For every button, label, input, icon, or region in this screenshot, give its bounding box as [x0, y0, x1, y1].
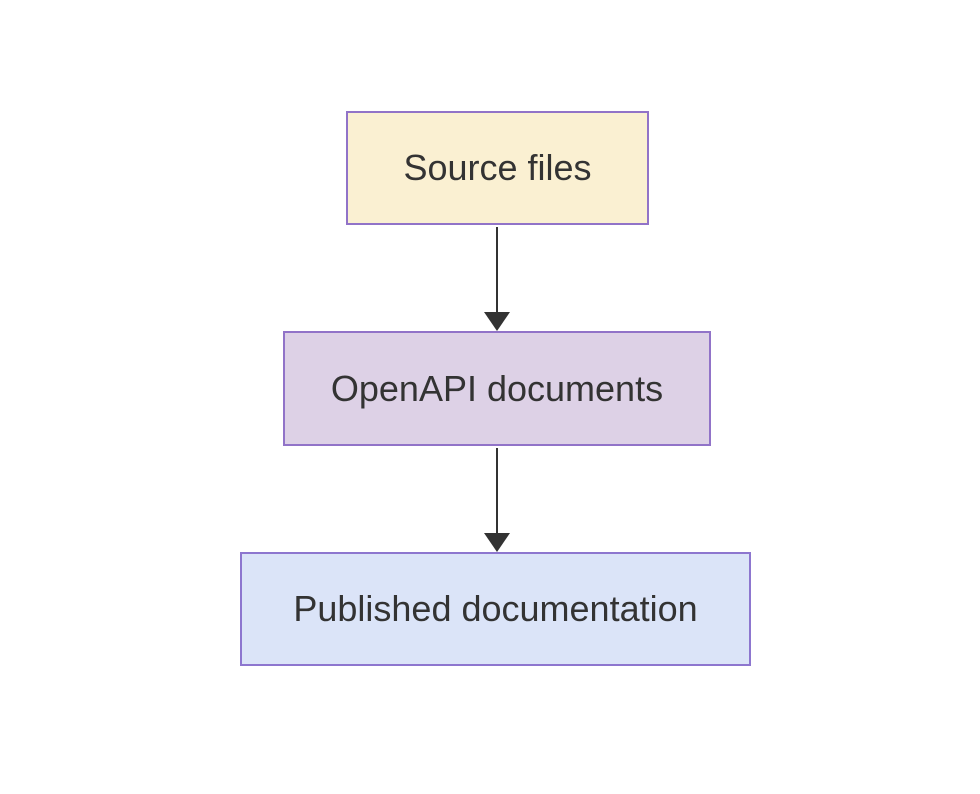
node-published-documentation-label: Published documentation: [293, 588, 698, 630]
node-openapi-documents: OpenAPI documents: [283, 331, 711, 446]
node-published-documentation: Published documentation: [240, 552, 751, 666]
edge-source-to-openapi-line: [496, 227, 498, 313]
edge-openapi-to-published-line: [496, 448, 498, 534]
node-source-files-label: Source files: [403, 147, 592, 189]
edge-source-to-openapi-arrowhead-icon: [484, 312, 510, 331]
node-openapi-documents-label: OpenAPI documents: [330, 367, 664, 409]
edge-openapi-to-published-arrowhead-icon: [484, 533, 510, 552]
node-source-files: Source files: [346, 111, 649, 225]
